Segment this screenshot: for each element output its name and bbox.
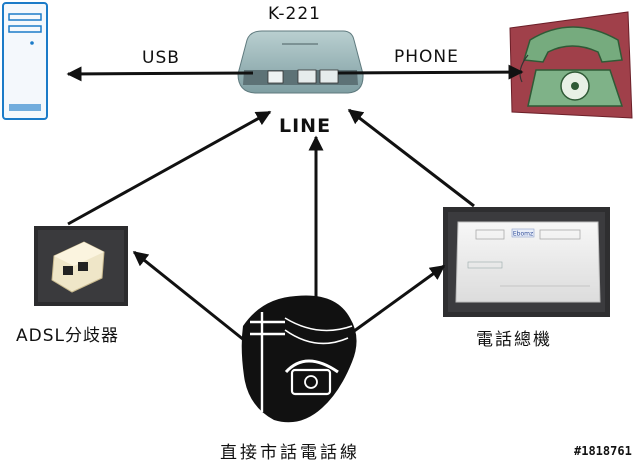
arrow-adsl-to-device — [67, 110, 272, 226]
line-label: LINE — [279, 115, 332, 137]
adsl-splitter-icon — [34, 226, 128, 306]
phone-label: PHONE — [394, 47, 459, 67]
arrow-pbx-to-device — [347, 108, 475, 208]
local-line-icon — [241, 295, 357, 423]
arrow-local-to-adsl — [132, 250, 245, 342]
adsl-splitter-label: ADSL分歧器 — [16, 326, 119, 346]
pbx-icon: Ebomz — [443, 207, 610, 317]
computer-icon — [2, 2, 48, 120]
k221-device-icon — [237, 30, 364, 94]
local-line-label: 直接市話電話線 — [220, 443, 360, 463]
arrow-usb — [66, 66, 254, 82]
pbx-badge: Ebomz — [513, 231, 533, 238]
telephone-icon — [509, 11, 633, 119]
image-id-watermark: #1818761 — [574, 444, 632, 458]
usb-label: USB — [142, 48, 180, 68]
arrow-local-to-pbx — [349, 264, 446, 336]
connection-arrows — [66, 64, 524, 342]
arrow-phone — [337, 64, 524, 80]
device-label: K-221 — [268, 4, 321, 24]
pbx-label: 電話總機 — [476, 330, 552, 350]
